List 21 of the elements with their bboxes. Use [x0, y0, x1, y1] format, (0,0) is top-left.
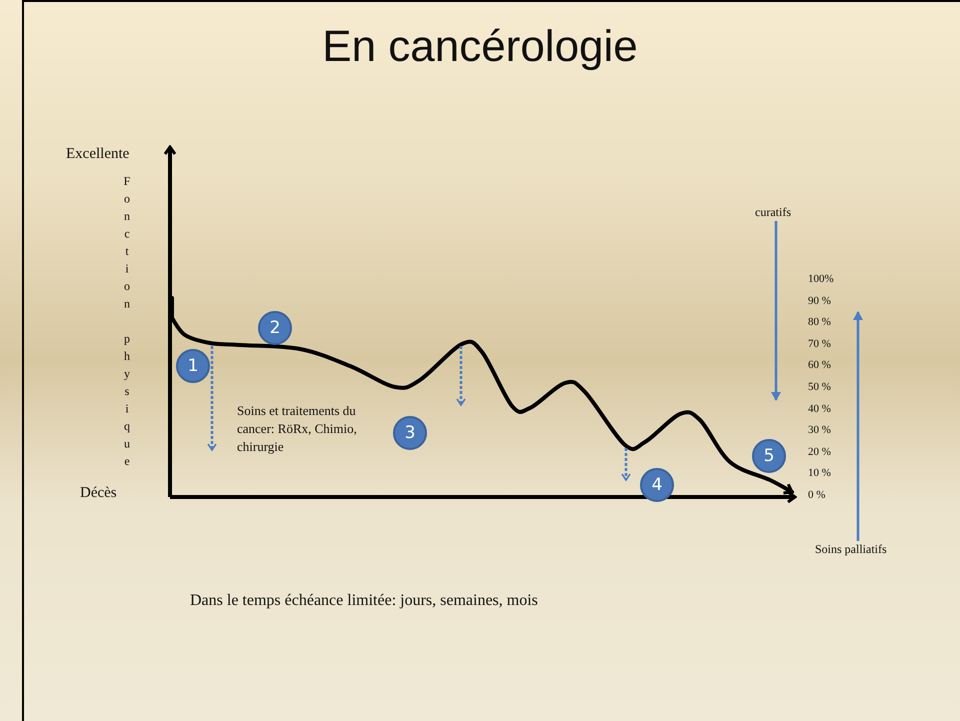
- axis-label: Excellente: [66, 146, 130, 163]
- axis-tick-label: 50 %: [808, 381, 831, 393]
- axis-tick-label: 20 %: [808, 446, 831, 458]
- axis-tick-label: 40 %: [808, 402, 831, 415]
- palliative-care-label: Soins palliatifs: [815, 542, 887, 557]
- axis-tick-label: 0 %: [808, 489, 826, 501]
- axis-caption: Dans le temps échéance limitée: jours, semaines, mois: [190, 592, 538, 610]
- axis-tick-label: 80 %: [808, 316, 831, 328]
- arrow: [853, 311, 863, 541]
- axis-tick-label: 70 %: [808, 338, 831, 350]
- arrow: [771, 221, 781, 401]
- curatifs-label: curatifs: [755, 205, 791, 220]
- axis-tick-label: 100%: [808, 273, 834, 285]
- slide-title: En cancérologie: [321, 22, 639, 72]
- axis-tick-label: 10 %: [808, 467, 831, 480]
- axis-tick-label: 30 %: [808, 424, 831, 436]
- annotation-text: Soins et traitements du cancer: RöRx, Chimio, chirurgie: [237, 402, 358, 456]
- axis-title: Fonction physique: [120, 174, 134, 472]
- axis-label: Décès: [80, 485, 117, 502]
- axis-tick-label: 90 %: [808, 294, 831, 307]
- axis-tick-label: 60 %: [808, 359, 831, 372]
